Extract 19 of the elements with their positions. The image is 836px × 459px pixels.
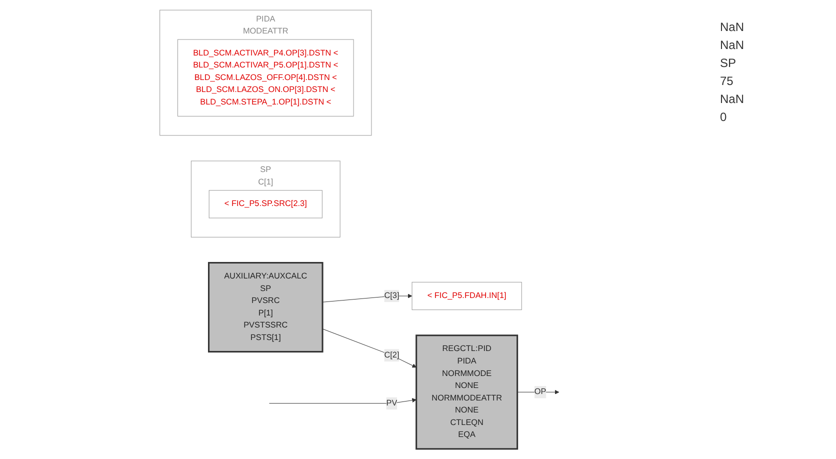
node-box: REGCTL:PID PIDA NORMMODE NONE NORMMODEATTR NONE CTLEQN EQA <box>416 334 518 450</box>
arrow <box>322 328 417 368</box>
edge-label: OP <box>534 388 546 396</box>
value-label: 0 <box>720 110 728 124</box>
node-box: BLD_SCM.ACTIVAR_P4.OP[3].DSTN < BLD_SCM.ACTIVAR_P5.OP[1].DSTN < BLD_SCM.LAZOS_OFF.OP[4].DSTN < BLD_SCM.LAZOS_ON.OP[3].DSTN < BLD_SCM.STEPA_1.OP[1].DSTN < <box>177 39 354 116</box>
edge-label: PV <box>386 398 398 408</box>
value-label: NaN <box>720 20 746 34</box>
node-box: AUXILIARY:AUXCALC SP PVSRC P[1] PVSTSSRC PSTS[1] <box>208 262 324 352</box>
edge-label: C[3] <box>384 291 400 300</box>
value-label: SP <box>720 56 738 70</box>
arrow <box>268 398 417 404</box>
node-box: < FIC_P5.SP.SRC[2.3] <box>208 190 322 218</box>
node-box: < FIC_P5.FDAH.IN[1] <box>412 282 522 310</box>
arrow <box>322 294 412 302</box>
value-label: 75 <box>720 74 734 88</box>
arrow <box>517 390 560 394</box>
value-label: NaN <box>720 92 746 106</box>
edge-label: C[2] <box>384 350 400 360</box>
value-label: NaN <box>720 38 746 52</box>
